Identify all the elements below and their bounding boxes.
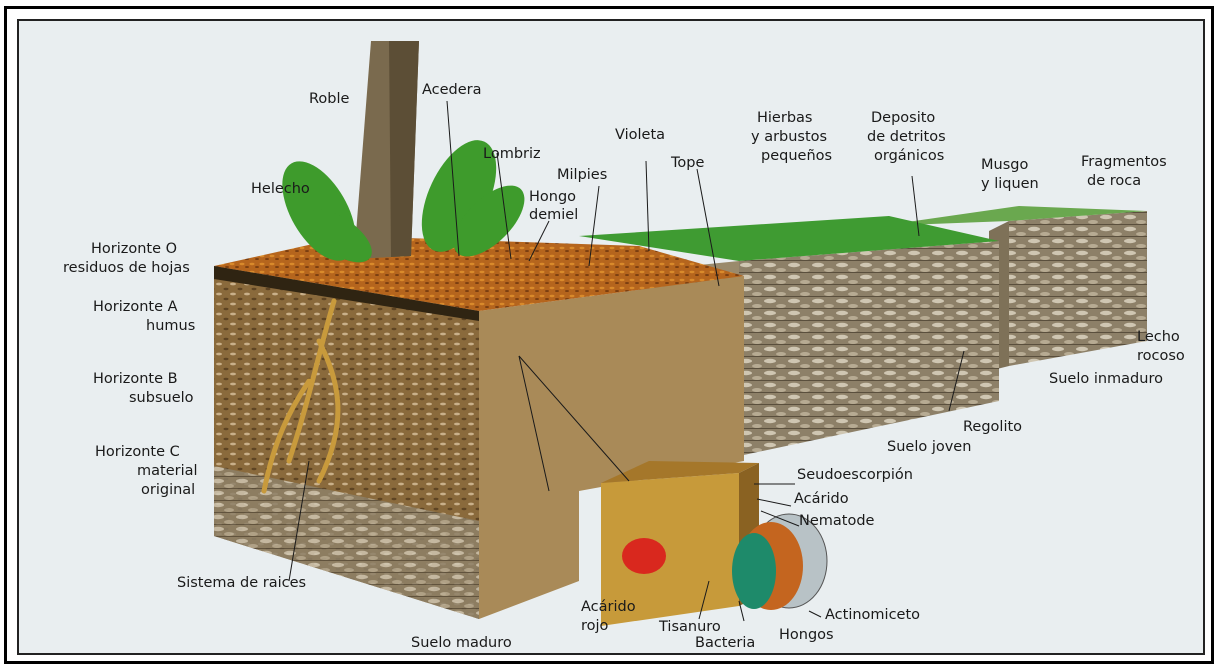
label-acedera: Acedera	[422, 82, 482, 98]
label-nematode: Nematode	[799, 513, 875, 529]
outer-frame: Roble Acedera Helecho Lombriz Violeta Mi…	[4, 6, 1214, 664]
label-tisanuro: Tisanuro	[658, 619, 721, 635]
label-horizonte-a-line1: Horizonte A	[93, 299, 178, 315]
label-hongo-de-miel-line1: Hongo	[529, 189, 576, 205]
label-fragmentos-line1: Fragmentos	[1081, 154, 1167, 170]
label-suelo-maduro: Suelo maduro	[411, 635, 512, 651]
label-horizonte-o-line2: residuos de hojas	[63, 260, 190, 276]
label-bacteria: Bacteria	[695, 635, 755, 651]
immature-soil-front	[1009, 211, 1147, 366]
label-musgo-line1: Musgo	[981, 157, 1028, 173]
diagram-panel: Roble Acedera Helecho Lombriz Violeta Mi…	[17, 19, 1205, 655]
label-sistema-de-raices: Sistema de raices	[177, 575, 306, 591]
label-horizonte-b-line2: subsuelo	[129, 390, 194, 406]
label-violeta: Violeta	[615, 127, 665, 143]
label-regolito: Regolito	[963, 419, 1022, 435]
label-deposito-line1: Deposito	[871, 110, 935, 126]
label-seudoescorpion: Seudoescorpión	[797, 467, 913, 483]
label-lombriz: Lombriz	[483, 146, 541, 162]
label-deposito-line3: orgánicos	[874, 148, 944, 164]
label-milpies: Milpies	[557, 167, 607, 183]
bacteria-disc	[732, 533, 776, 609]
label-horizonte-a-line2: humus	[146, 318, 195, 334]
label-horizonte-b-line1: Horizonte B	[93, 371, 178, 387]
label-tope: Tope	[670, 155, 704, 171]
label-musgo-line2: y liquen	[981, 176, 1039, 192]
label-horizonte-c-line1: Horizonte C	[95, 444, 180, 460]
label-lecho-line2: rocoso	[1137, 348, 1185, 364]
soil-profile-diagram: Roble Acedera Helecho Lombriz Violeta Mi…	[19, 21, 1203, 653]
label-hierbas-line3: pequeños	[761, 148, 832, 164]
red-mite	[622, 538, 666, 574]
label-actinomiceto: Actinomiceto	[825, 607, 920, 623]
label-horizonte-o-line1: Horizonte O	[91, 241, 177, 257]
label-acarido: Acárido	[794, 491, 849, 507]
label-horizonte-c-line2: material	[137, 463, 198, 479]
label-hongo-de-miel-line2: demiel	[529, 207, 578, 223]
label-suelo-inmaduro: Suelo inmaduro	[1049, 371, 1163, 387]
label-hongos: Hongos	[779, 627, 834, 643]
oak-tree-trunk	[354, 41, 419, 259]
label-horizonte-c-line3: original	[141, 482, 195, 498]
label-suelo-joven: Suelo joven	[887, 439, 971, 455]
label-hierbas-line2: y arbustos	[751, 129, 827, 145]
label-lecho-line1: Lecho	[1137, 329, 1180, 345]
label-deposito-line2: de detritos	[867, 129, 946, 145]
label-helecho: Helecho	[251, 181, 310, 197]
label-acarido-rojo-line2: rojo	[581, 618, 609, 634]
label-roble: Roble	[309, 91, 350, 107]
label-acarido-rojo-line1: Acárido	[581, 599, 636, 615]
young-soil-front	[739, 241, 999, 456]
label-fragmentos-line2: de roca	[1087, 173, 1141, 189]
label-hierbas-line1: Hierbas	[757, 110, 812, 126]
